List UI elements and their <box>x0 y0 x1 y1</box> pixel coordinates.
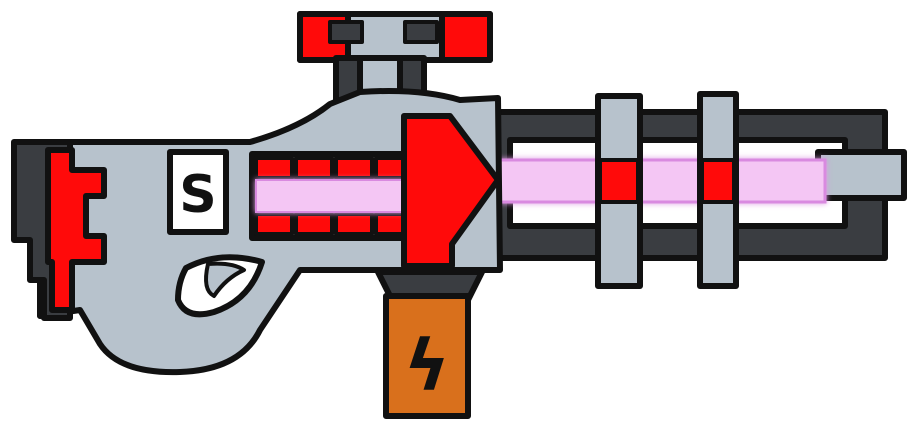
gun-body: S <box>11 88 503 376</box>
energy-beam <box>498 158 827 204</box>
arrow-accent <box>401 113 501 269</box>
cell-bottom-2 <box>294 212 334 236</box>
muzzle-tip <box>815 149 907 201</box>
scope-mount <box>357 55 403 97</box>
collar-2-core <box>700 158 736 204</box>
cell-bottom-1 <box>254 212 294 236</box>
stock-accent <box>45 147 107 313</box>
collar-1-core <box>598 158 640 204</box>
barrel-collars <box>595 91 739 289</box>
battery-cell <box>383 293 471 419</box>
cell-top-2 <box>294 156 334 180</box>
chamber-energy <box>255 179 415 213</box>
scope-right-cap <box>439 11 493 63</box>
cell-top-3 <box>334 156 374 180</box>
letter-s-icon: S <box>179 165 216 225</box>
battery-magazine: ϟ <box>375 269 485 419</box>
scope-right-block <box>403 20 439 44</box>
cell-top-1 <box>254 156 294 180</box>
scope-left-block <box>328 20 364 44</box>
scope <box>297 11 493 111</box>
lightning-bolt-icon: ϟ <box>404 325 450 407</box>
trigger <box>204 261 246 298</box>
cell-bottom-3 <box>334 212 374 236</box>
ammo-panel <box>167 149 229 235</box>
energy-core <box>498 158 827 204</box>
